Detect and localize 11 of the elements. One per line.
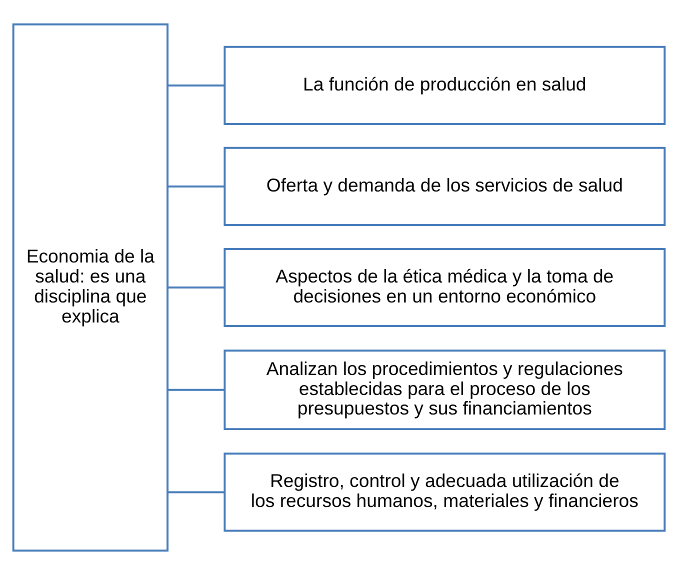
node-box: Oferta y demanda de los servicios de salud — [224, 146, 666, 226]
node-box: Economia de la salud: es una disciplina que explica — [12, 23, 169, 552]
connector — [168, 286, 225, 288]
connector — [168, 491, 225, 494]
node-box: La función de producción en salud — [224, 46, 666, 125]
connector — [168, 388, 225, 391]
connector — [168, 185, 225, 188]
connector — [168, 84, 225, 86]
node-box: Registro, control y adecuada utilización de los recursos humanos, materiales y financieros — [224, 452, 666, 532]
node-box: Aspectos de la ética médica y la toma de decisiones en un entorno económico — [224, 248, 666, 328]
node-box: Analizan los procedimientos y regulaciones establecidas para el proceso de los presupuestos y sus financiamientos — [224, 350, 666, 430]
